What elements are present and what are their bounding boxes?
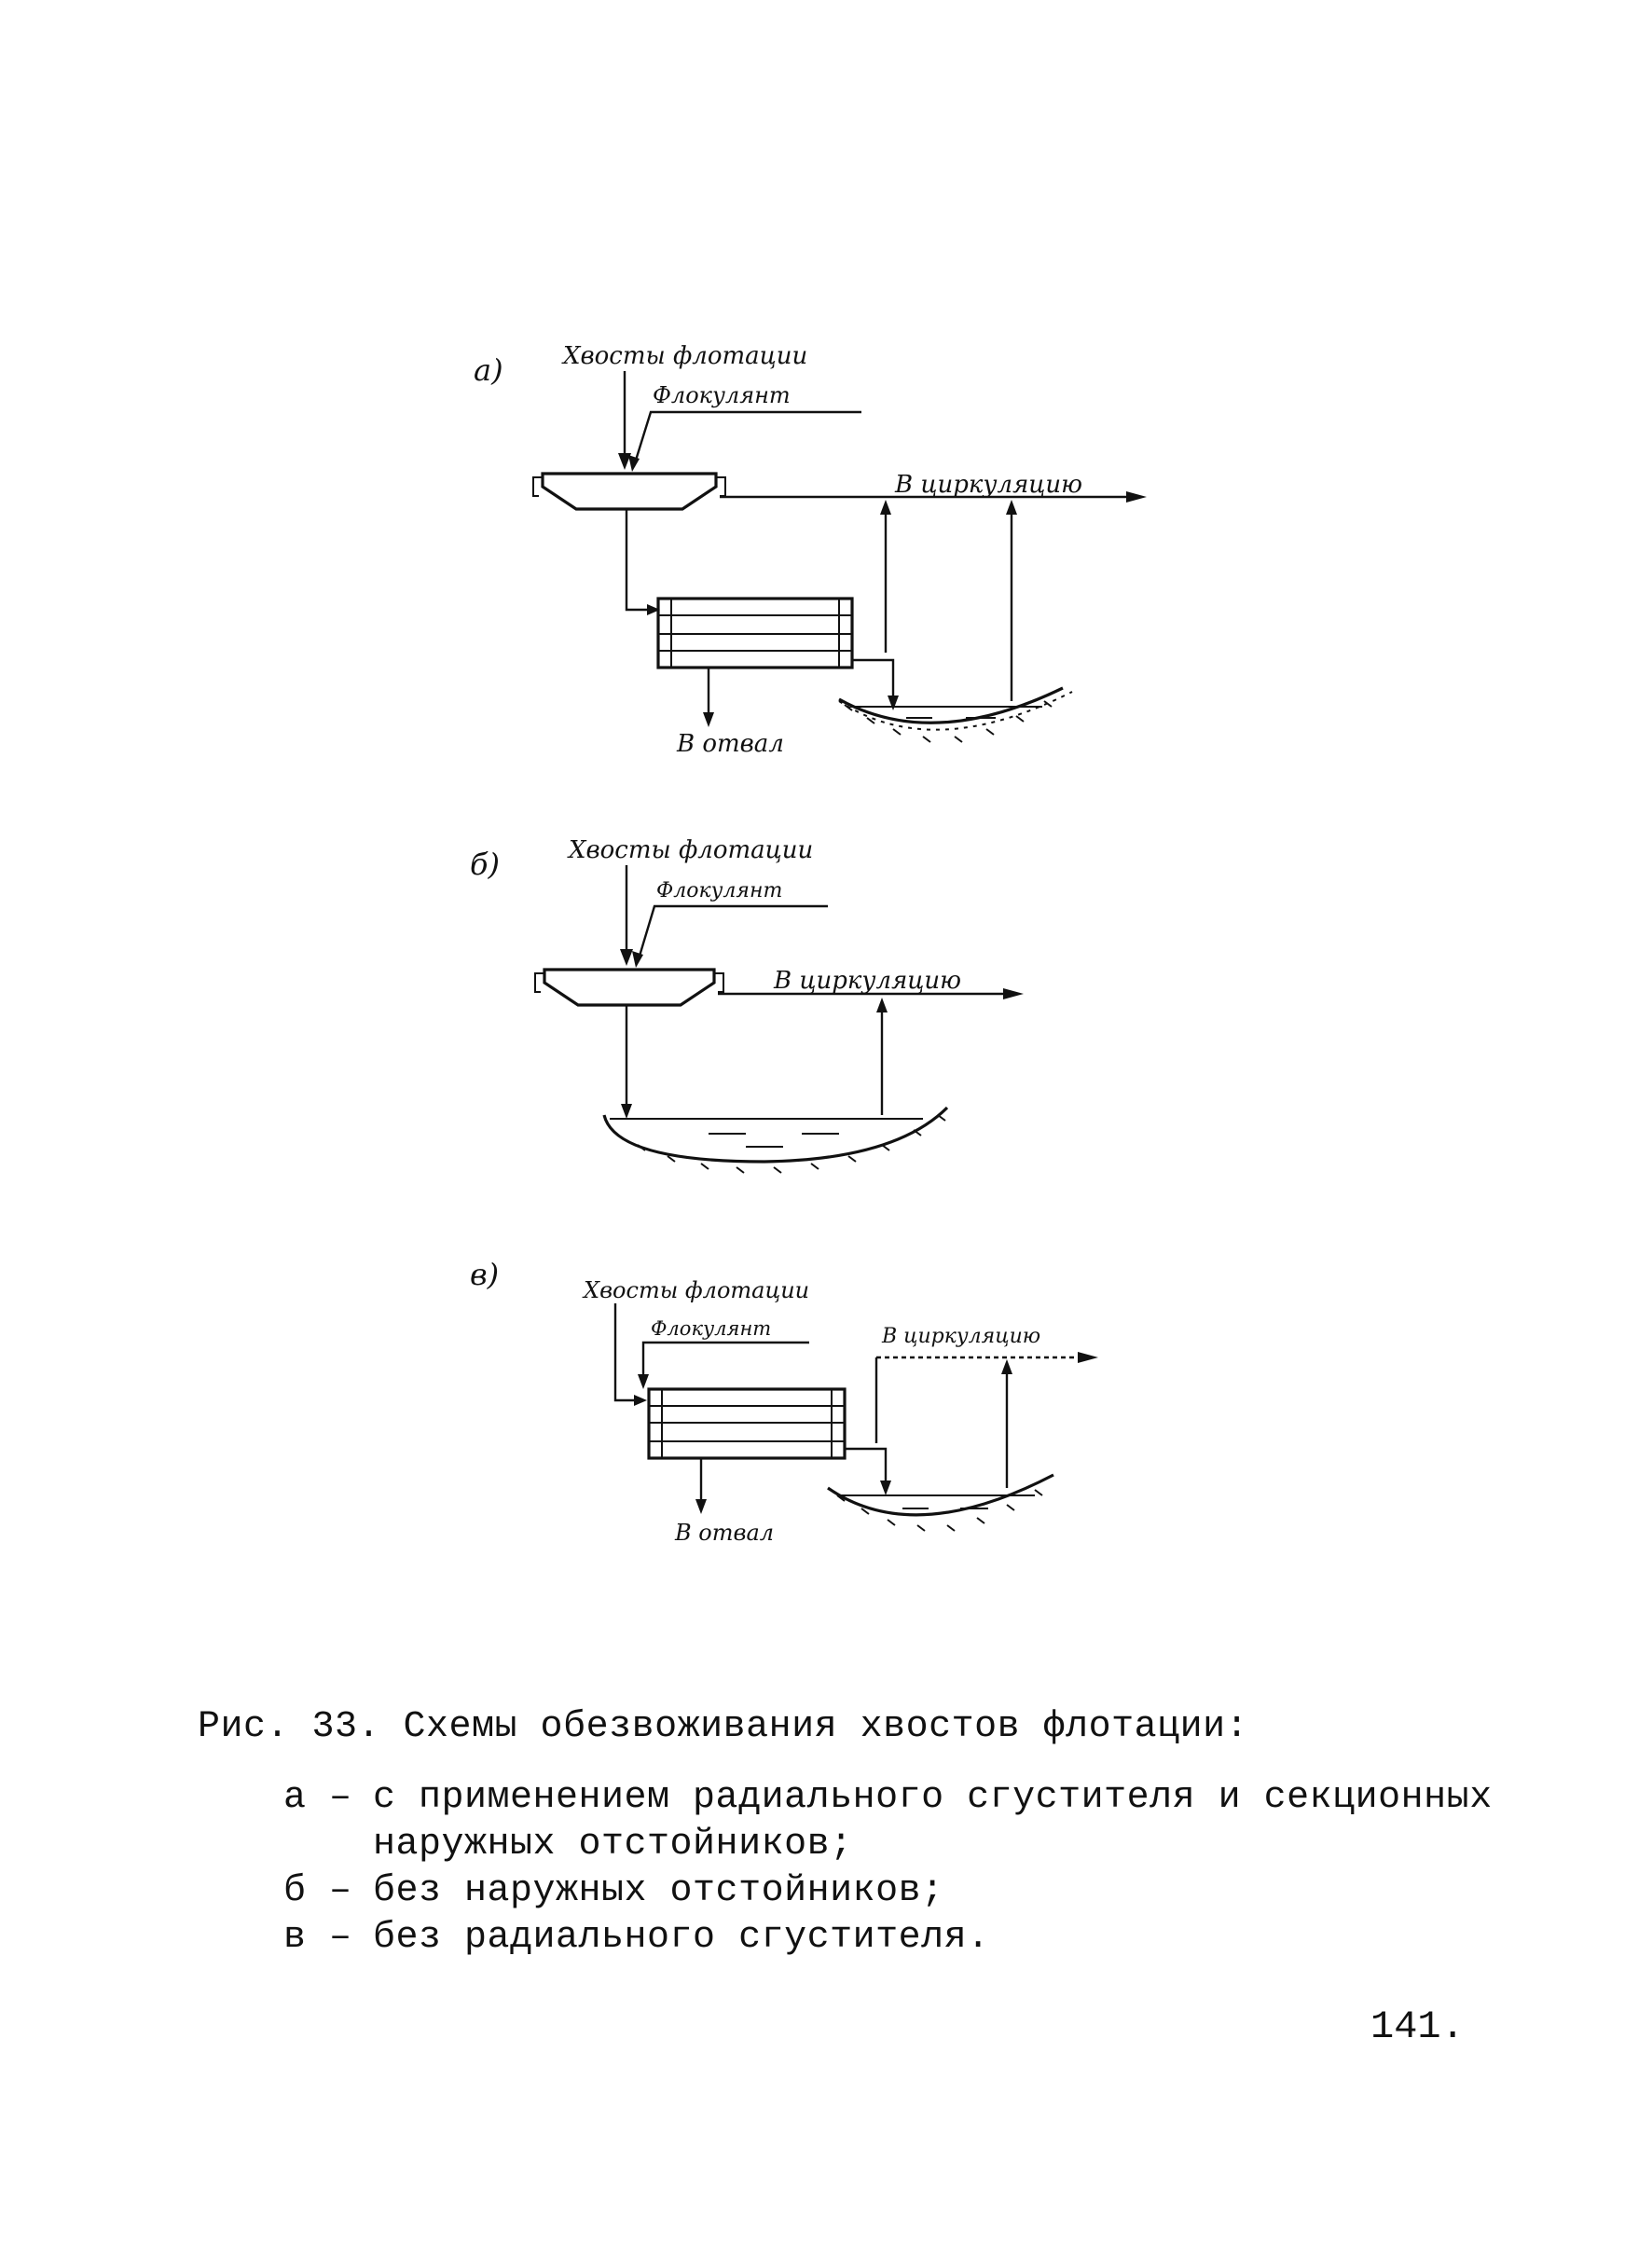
panel-b-return-arrowhead xyxy=(876,998,888,1012)
panel-a-pond-arrowhead xyxy=(888,696,899,710)
panel-a: а) Хвосты флотации Флокулянт В циркуляци… xyxy=(474,342,1147,758)
page-number: 141. xyxy=(1370,2004,1465,2049)
panel-a-return-arrowhead-right xyxy=(1006,500,1017,515)
panel-b-letter: б) xyxy=(470,847,500,882)
caption-item-c: в – без радиального сгустителя. xyxy=(283,1915,1503,1962)
panel-c-dump-arrowhead xyxy=(695,1499,707,1514)
panel-c-letter: в) xyxy=(470,1257,499,1292)
panel-a-dump-label: В отвал xyxy=(676,730,784,758)
panel-a-flocculant-arrowhead xyxy=(628,455,640,472)
caption-item-a-text: с применением радиального сгустителя и с… xyxy=(373,1777,1493,1866)
panel-a-sectional-settler xyxy=(656,597,854,669)
panel-b-flocculant-label: Флокулянт xyxy=(656,879,782,902)
panel-c-circulation-label: В циркуляцию xyxy=(881,1325,1040,1348)
panel-c-tailings-arrowhead xyxy=(634,1395,647,1406)
panel-a-settler-to-pond-line xyxy=(852,658,895,707)
panel-a-circulation-arrowhead xyxy=(1126,491,1147,503)
panel-b-underflow-arrowhead xyxy=(621,1104,632,1119)
panel-c-flocculant-line xyxy=(641,1341,809,1384)
panel-a-underflow-line xyxy=(625,509,654,612)
panel-a-radial-thickener xyxy=(532,472,726,511)
panel-b-circulation-label: В циркуляцию xyxy=(773,967,961,995)
panel-c-dump-label: В отвал xyxy=(674,1520,774,1546)
panel-a-tailings-label: Хвосты флотации xyxy=(561,342,807,370)
panel-a-flocculant-label: Флокулянт xyxy=(653,382,791,408)
caption-title: Рис. 33. Схемы обезвоживания хвостов фло… xyxy=(198,1706,1249,1748)
panel-b-tailings-pond xyxy=(602,1106,949,1174)
panel-a-circulation-label: В циркуляцию xyxy=(894,471,1082,499)
caption-item-a-mark: а – xyxy=(283,1777,352,1819)
panel-a-letter: а) xyxy=(474,352,503,388)
panel-c-settler-to-pond-line xyxy=(845,1447,888,1492)
panel-c-pond-arrowhead xyxy=(880,1481,891,1495)
panel-c-sectional-settler xyxy=(647,1387,847,1460)
panel-b-circulation-arrowhead xyxy=(1003,988,1024,999)
panel-b-tailings-label: Хвосты флотации xyxy=(567,836,813,864)
caption-item-a: а – с применением радиального сгустителя… xyxy=(283,1775,1503,1868)
panel-a-return-arrowhead-left xyxy=(880,500,891,515)
panel-c-return-arrowhead xyxy=(1001,1359,1012,1374)
panel-b-flocculant-line xyxy=(636,904,828,963)
panel-c: в) Хвосты флотации Флокулянт В циркуляци… xyxy=(470,1257,1098,1546)
panel-a-tailings-pond xyxy=(838,686,1073,743)
caption-item-c-mark: в – xyxy=(283,1917,352,1959)
caption-item-b: б – без наружных отстойников; xyxy=(283,1868,1503,1915)
caption-item-c-text: без радиального сгустителя. xyxy=(373,1917,990,1959)
figure-caption: Рис. 33. Схемы обезвоживания хвостов фло… xyxy=(198,1704,1503,1962)
caption-item-b-mark: б – xyxy=(283,1870,352,1912)
panel-b: б) Хвосты флотации Флокулянт В циркуляци… xyxy=(470,836,1024,1174)
panel-b-flocculant-arrowhead xyxy=(632,951,643,968)
panel-c-flocculant-arrowhead xyxy=(638,1374,649,1389)
panel-b-radial-thickener xyxy=(534,968,724,1007)
panel-b-tailings-arrowhead xyxy=(620,949,633,966)
panel-a-underflow-arrowhead xyxy=(647,604,660,615)
panel-c-tailings-feed xyxy=(613,1303,641,1402)
panel-c-flocculant-label: Флокулянт xyxy=(651,1317,771,1340)
panel-a-dump-arrowhead xyxy=(703,712,714,727)
panel-c-tailings-label: Хвосты флотации xyxy=(582,1277,809,1303)
caption-items: а – с применением радиального сгустителя… xyxy=(283,1775,1503,1962)
panel-a-tailings-arrowhead xyxy=(618,453,631,470)
panel-c-circulation-arrowhead xyxy=(1078,1352,1098,1363)
caption-item-b-text: без наружных отстойников; xyxy=(373,1870,944,1912)
panel-c-tailings-pond xyxy=(827,1473,1054,1532)
panel-a-flocculant-line xyxy=(632,410,861,467)
